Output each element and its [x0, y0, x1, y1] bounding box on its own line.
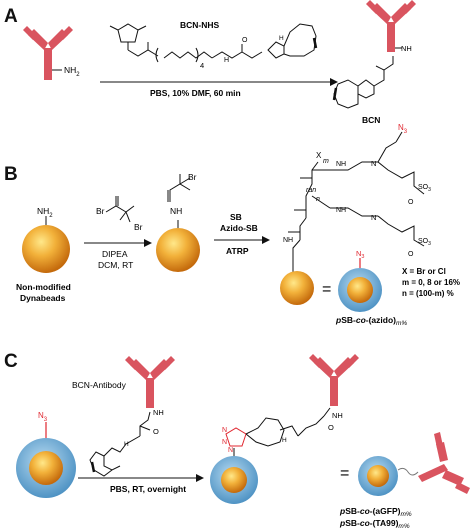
- polymer-structure: [288, 131, 425, 272]
- legend-m: m = 0, 8 or 16%: [402, 278, 460, 287]
- core-shell-core: [347, 277, 373, 303]
- n-plus-bottom: N: [371, 213, 376, 222]
- panel-c-letter: C: [4, 351, 18, 372]
- conj-nh-label: NH: [332, 411, 343, 420]
- panel-a-letter: A: [4, 6, 18, 27]
- panel-b-letter: B: [4, 164, 18, 185]
- conjugate-bead-core: [221, 467, 247, 493]
- so3-top: SO3: [418, 184, 431, 193]
- triazole-structure: [225, 407, 331, 456]
- equals-b: =: [322, 281, 331, 298]
- c-azide-label: N3: [38, 411, 48, 423]
- c-o-label: O: [153, 427, 159, 436]
- c-antibody-icon: [125, 356, 175, 408]
- polymer-azide-label: N3: [398, 123, 408, 135]
- step2-cond-1: SB: [230, 212, 242, 222]
- product-bcn-structure: [332, 47, 402, 109]
- reaction-arrow-c: [78, 474, 204, 482]
- n-plus-top: N: [371, 159, 376, 168]
- triazole-n3: N: [228, 447, 233, 454]
- polymer-nh-top: NH: [336, 161, 346, 168]
- conjugate-antibody-icon: [309, 354, 359, 406]
- product-antibody-icon: [366, 0, 416, 52]
- reaction-arrow-b2: [214, 236, 270, 244]
- nh2-label: NH2: [64, 65, 80, 78]
- grafted-bead-icon: [280, 271, 314, 305]
- conditions-c: PBS, RT, overnight: [110, 484, 186, 494]
- triazole-n1: N: [222, 427, 227, 434]
- c-bcn-structure: [89, 411, 151, 477]
- bcn-nhs-structure: [109, 23, 318, 63]
- reaction-arrow-b1: [84, 239, 152, 247]
- o-minus-top: O: [408, 199, 414, 206]
- ran-label: ran: [306, 187, 316, 194]
- bead-azide-label: N3: [356, 249, 364, 260]
- bead-caption-line2: Dynabeads: [20, 293, 66, 303]
- linker-squiggle: [397, 467, 419, 476]
- so3-bottom: SO3: [418, 238, 431, 247]
- final-bead-core: [367, 465, 389, 487]
- br-top-label: Br: [188, 172, 197, 182]
- legend-n: n = (100-m) %: [402, 289, 454, 298]
- br-left-label: Br: [96, 206, 105, 216]
- br-right-label: Br: [134, 222, 143, 232]
- peg-subscript: 4: [200, 61, 204, 70]
- psb-ta99-label: pSB-co-(TA99)m%: [339, 518, 410, 529]
- psb-azido-label: pSB-co-(azido)m%: [335, 315, 407, 327]
- equals-c: =: [340, 465, 349, 482]
- o-minus-bottom: O: [408, 251, 414, 258]
- polymer-nh-bottom: NH: [336, 207, 346, 214]
- x-end-label: X: [316, 151, 322, 160]
- azido-bead-core: [29, 451, 63, 485]
- conj-o-label: O: [328, 423, 334, 432]
- bead-nh2-label: NH2: [37, 206, 53, 219]
- bead-icon: [22, 225, 70, 273]
- stereo-h-label: H: [279, 35, 284, 42]
- c-h-label: H: [124, 441, 129, 448]
- triazole-n2: N: [222, 439, 227, 446]
- conj-h-label: H: [282, 437, 287, 444]
- polymer-nh-initiator: NH: [283, 237, 293, 244]
- bead-caption-line1: Non-modified: [16, 282, 71, 292]
- bcn-antibody-label: BCN-Antibody: [72, 380, 127, 390]
- carbamate-oxygen: O: [242, 37, 248, 44]
- initiator-structure: [167, 174, 191, 228]
- final-antibody-icon: [418, 432, 470, 494]
- carbamate-h: H: [224, 57, 229, 64]
- step2-cond-2: Azido-SB: [220, 223, 258, 233]
- m-label: m: [323, 158, 329, 165]
- legend-x: X = Br or Cl: [402, 267, 446, 276]
- c-nh-label: NH: [153, 408, 164, 417]
- step1-cond-1: DIPEA: [102, 249, 128, 259]
- psb-agfp-label: pSB-co-(aGFP)m%: [339, 506, 412, 518]
- n-label: n: [316, 196, 320, 203]
- bcn-nhs-label: BCN-NHS: [180, 20, 220, 30]
- step1-cond-2: DCM, RT: [98, 260, 133, 270]
- reaction-arrow-a: [100, 78, 338, 86]
- bcn-label: BCN: [362, 115, 380, 125]
- initiator-nh-label: NH: [170, 206, 182, 216]
- product-nh-label: NH: [401, 44, 412, 53]
- step2-cond-3: ATRP: [226, 246, 249, 256]
- conditions-a: PBS, 10% DMF, 60 min: [150, 88, 241, 98]
- initiator-bead-icon: [156, 228, 200, 272]
- bromoisobutyryl-structure: [105, 196, 135, 223]
- antibody-icon: [23, 26, 73, 80]
